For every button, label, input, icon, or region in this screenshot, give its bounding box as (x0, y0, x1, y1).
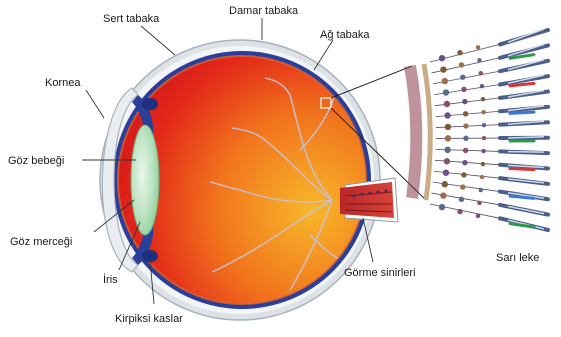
cell-nucleus (457, 209, 462, 214)
cell-nucleus (443, 89, 449, 95)
cell-nucleus (444, 158, 450, 164)
cell-nucleus (463, 111, 468, 116)
cell-nucleus (439, 55, 445, 61)
cell-nucleus (460, 184, 465, 189)
cell-nucleus (439, 204, 445, 210)
cell-nucleus (440, 192, 446, 198)
cell-nucleus (444, 112, 450, 118)
cell-nucleus (479, 188, 483, 192)
cell-nucleus (444, 147, 450, 153)
cell-nucleus (459, 197, 464, 202)
label-goz-bebegi: Göz bebeği (8, 155, 64, 167)
label-iris: İris (103, 273, 118, 286)
retina-cells-detail (410, 29, 548, 230)
cell-nucleus (480, 175, 484, 179)
cell-nucleus (480, 84, 484, 88)
cell-nucleus (442, 78, 448, 84)
lens (131, 125, 159, 235)
cell-nucleus (463, 136, 468, 141)
cell-nucleus (442, 181, 448, 187)
label-goz-mercegi: Göz merceği (10, 236, 72, 248)
cell-nucleus (463, 148, 468, 153)
cell-nucleus (457, 50, 462, 55)
photoreceptor-rod (500, 30, 548, 44)
cell-nucleus (481, 110, 485, 114)
cell-nucleus (443, 170, 449, 176)
cell-nucleus (481, 162, 485, 166)
label-sari-leke: Sarı leke (496, 252, 539, 264)
cell-nucleus (459, 62, 464, 67)
cell-nucleus (461, 172, 466, 177)
cell-nucleus (463, 123, 468, 128)
cell-nucleus (462, 99, 467, 104)
label-gorme-sinirleri: Görme sinirleri (344, 267, 416, 279)
cell-nucleus (440, 66, 446, 72)
photoreceptor-cone (510, 112, 534, 113)
cell-nucleus (482, 123, 486, 127)
label-kornea: Kornea (45, 77, 81, 89)
ciliary-muscle-upper (142, 98, 158, 110)
label-sert-tabaka: Sert tabaka (103, 13, 160, 25)
cell-nucleus (461, 87, 466, 92)
label-kirpiksi-kaslar: Kirpiksi kaslar (115, 313, 183, 325)
photoreceptor-cone (510, 169, 534, 170)
cell-nucleus (477, 58, 481, 62)
cell-nucleus (477, 201, 481, 205)
cell-nucleus (476, 214, 480, 218)
cell-nucleus (445, 135, 451, 141)
cell-nucleus (444, 101, 450, 107)
cell-nucleus (482, 136, 486, 140)
cell-nucleus (462, 160, 467, 165)
label-ag-tabaka: Ağ tabaka (320, 29, 370, 41)
label-damar-tabaka: Damar tabaka (229, 5, 299, 17)
cell-nucleus (445, 124, 451, 130)
optic-nerve (340, 182, 394, 218)
cell-nucleus (479, 71, 483, 75)
cell-nucleus (460, 74, 465, 79)
cell-nucleus (481, 149, 485, 153)
cell-nucleus (481, 97, 485, 101)
cell-nucleus (476, 45, 480, 49)
